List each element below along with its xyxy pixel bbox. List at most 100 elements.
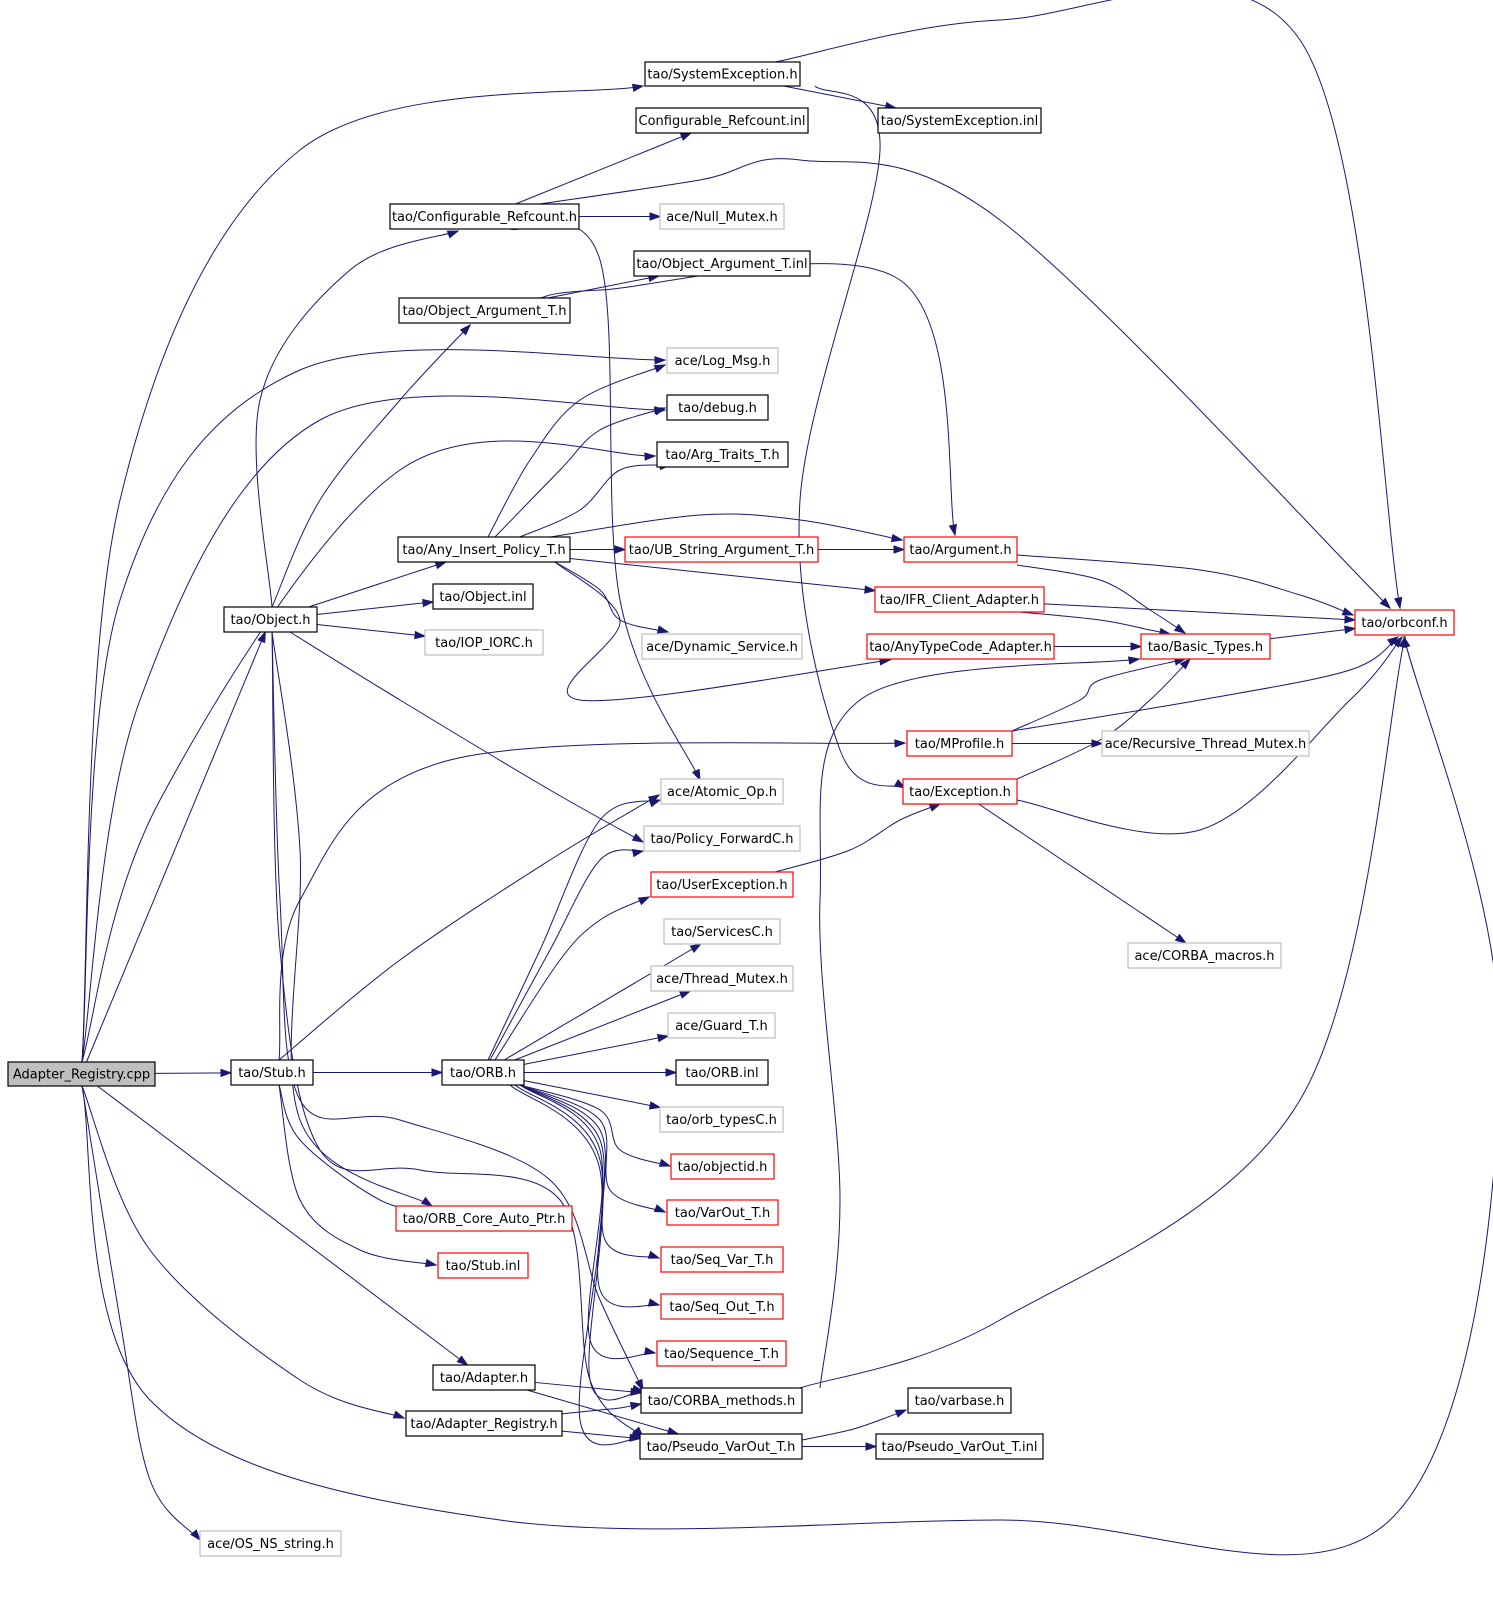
node-box[interactable] <box>223 606 318 633</box>
node-box[interactable] <box>1354 609 1455 636</box>
node-box[interactable] <box>906 730 1013 757</box>
node-corbamethods[interactable]: tao/CORBA_methods.h <box>640 1387 803 1414</box>
node-box[interactable] <box>675 1059 769 1086</box>
node-orbconf[interactable]: tao/orbconf.h <box>1354 609 1455 636</box>
node-sequence[interactable]: tao/Sequence_T.h <box>656 1340 787 1367</box>
node-atomicop[interactable]: ace/Atomic_Op.h <box>660 778 784 805</box>
node-box[interactable] <box>666 1199 779 1226</box>
node-seqvar[interactable]: tao/Seq_Var_T.h <box>660 1246 784 1273</box>
node-argument[interactable]: tao/Argument.h <box>903 536 1018 563</box>
node-varout[interactable]: tao/VarOut_T.h <box>666 1199 779 1226</box>
node-anyinsert[interactable]: tao/Any_Insert_Policy_T.h <box>397 536 571 563</box>
node-box[interactable] <box>424 629 544 656</box>
node-box[interactable] <box>875 1433 1044 1460</box>
node-box[interactable] <box>230 1059 314 1086</box>
node-box[interactable] <box>659 203 785 230</box>
node-box[interactable] <box>398 297 571 324</box>
node-dynservice[interactable]: ace/Dynamic_Service.h <box>641 633 803 660</box>
node-box[interactable] <box>641 633 803 660</box>
node-box[interactable] <box>1101 730 1310 757</box>
node-pseudovaroutinl[interactable]: tao/Pseudo_VarOut_T.inl <box>875 1433 1044 1460</box>
node-adapter[interactable]: tao/Adapter.h <box>432 1364 536 1391</box>
node-object[interactable]: tao/Object.h <box>223 606 318 633</box>
node-box[interactable] <box>877 107 1042 134</box>
node-box[interactable] <box>650 871 794 898</box>
node-box[interactable] <box>437 1252 529 1279</box>
node-box[interactable] <box>907 1387 1012 1414</box>
node-box[interactable] <box>1140 633 1271 660</box>
node-box[interactable] <box>397 536 571 563</box>
node-box[interactable] <box>644 61 801 87</box>
node-box[interactable] <box>643 825 801 852</box>
node-objectinl[interactable]: tao/Object.inl <box>432 583 534 610</box>
node-box[interactable] <box>432 1364 536 1391</box>
node-box[interactable] <box>1127 942 1282 969</box>
node-box[interactable] <box>660 1246 784 1273</box>
node-orbinl[interactable]: tao/ORB.inl <box>675 1059 769 1086</box>
node-box[interactable] <box>656 441 789 468</box>
node-pseudovarout[interactable]: tao/Pseudo_VarOut_T.h <box>639 1433 803 1460</box>
node-box[interactable] <box>441 1059 525 1086</box>
node-box[interactable] <box>866 633 1055 660</box>
node-box[interactable] <box>663 918 781 945</box>
node-box[interactable] <box>660 1293 784 1320</box>
node-osnsstring[interactable]: ace/OS_NS_string.h <box>199 1530 342 1557</box>
node-adapterreg[interactable]: tao/Adapter_Registry.h <box>405 1410 563 1437</box>
node-basictypes[interactable]: tao/Basic_Types.h <box>1140 633 1271 660</box>
node-sysexc[interactable]: tao/SystemException.h <box>644 61 801 87</box>
node-box[interactable] <box>633 250 811 277</box>
node-box[interactable] <box>670 1153 775 1180</box>
node-nullmutex[interactable]: ace/Null_Mutex.h <box>659 203 785 230</box>
node-logmsg[interactable]: ace/Log_Msg.h <box>666 347 779 374</box>
node-box[interactable] <box>666 347 779 374</box>
node-recmutex[interactable]: ace/Recursive_Thread_Mutex.h <box>1101 730 1310 757</box>
node-objarg[interactable]: tao/Object_Argument_T.h <box>398 297 571 324</box>
node-box[interactable] <box>432 583 534 610</box>
node-orb[interactable]: tao/ORB.h <box>441 1059 525 1086</box>
node-mprofile[interactable]: tao/MProfile.h <box>906 730 1013 757</box>
node-argtraits[interactable]: tao/Arg_Traits_T.h <box>656 441 789 468</box>
node-objarginl[interactable]: tao/Object_Argument_T.inl <box>633 250 811 277</box>
node-box[interactable] <box>635 107 809 134</box>
node-servicesc[interactable]: tao/ServicesC.h <box>663 918 781 945</box>
node-box[interactable] <box>405 1410 563 1437</box>
node-threadmutex[interactable]: ace/Thread_Mutex.h <box>650 965 794 992</box>
node-box[interactable] <box>667 1012 776 1039</box>
node-ioporc[interactable]: tao/IOP_IORC.h <box>424 629 544 656</box>
node-objectid[interactable]: tao/objectid.h <box>670 1153 775 1180</box>
node-box[interactable] <box>624 536 819 563</box>
node-box[interactable] <box>640 1387 803 1414</box>
node-corbamacros[interactable]: ace/CORBA_macros.h <box>1127 942 1282 969</box>
node-policyfwd[interactable]: tao/Policy_ForwardC.h <box>643 825 801 852</box>
node-guard[interactable]: ace/Guard_T.h <box>667 1012 776 1039</box>
node-confref[interactable]: tao/Configurable_Refcount.h <box>389 203 580 230</box>
node-orbtypes[interactable]: tao/orb_typesC.h <box>659 1106 784 1133</box>
node-box[interactable] <box>903 536 1018 563</box>
node-box[interactable] <box>660 778 784 805</box>
node-box[interactable] <box>7 1061 156 1087</box>
node-box[interactable] <box>639 1433 803 1460</box>
node-box[interactable] <box>659 1106 784 1133</box>
node-stub[interactable]: tao/Stub.h <box>230 1059 314 1086</box>
node-box[interactable] <box>902 778 1018 805</box>
node-box[interactable] <box>666 394 769 421</box>
node-box[interactable] <box>656 1340 787 1367</box>
node-sysexcinl[interactable]: tao/SystemException.inl <box>877 107 1042 134</box>
node-varbase[interactable]: tao/varbase.h <box>907 1387 1012 1414</box>
node-stubinl[interactable]: tao/Stub.inl <box>437 1252 529 1279</box>
node-confrefinl[interactable]: Configurable_Refcount.inl <box>635 107 809 134</box>
node-box[interactable] <box>199 1530 342 1557</box>
node-anytc[interactable]: tao/AnyTypeCode_Adapter.h <box>866 633 1055 660</box>
node-ubstring[interactable]: tao/UB_String_Argument_T.h <box>624 536 819 563</box>
node-debug[interactable]: tao/debug.h <box>666 394 769 421</box>
node-box[interactable] <box>395 1205 573 1232</box>
node-root[interactable]: Adapter_Registry.cpp <box>7 1061 156 1087</box>
node-exception[interactable]: tao/Exception.h <box>902 778 1018 805</box>
node-box[interactable] <box>389 203 580 230</box>
node-orbcoreauto[interactable]: tao/ORB_Core_Auto_Ptr.h <box>395 1205 573 1232</box>
node-seqout[interactable]: tao/Seq_Out_T.h <box>660 1293 784 1320</box>
node-box[interactable] <box>650 965 794 992</box>
node-userexc[interactable]: tao/UserException.h <box>650 871 794 898</box>
node-ifr[interactable]: tao/IFR_Client_Adapter.h <box>874 586 1045 613</box>
node-box[interactable] <box>874 586 1045 613</box>
